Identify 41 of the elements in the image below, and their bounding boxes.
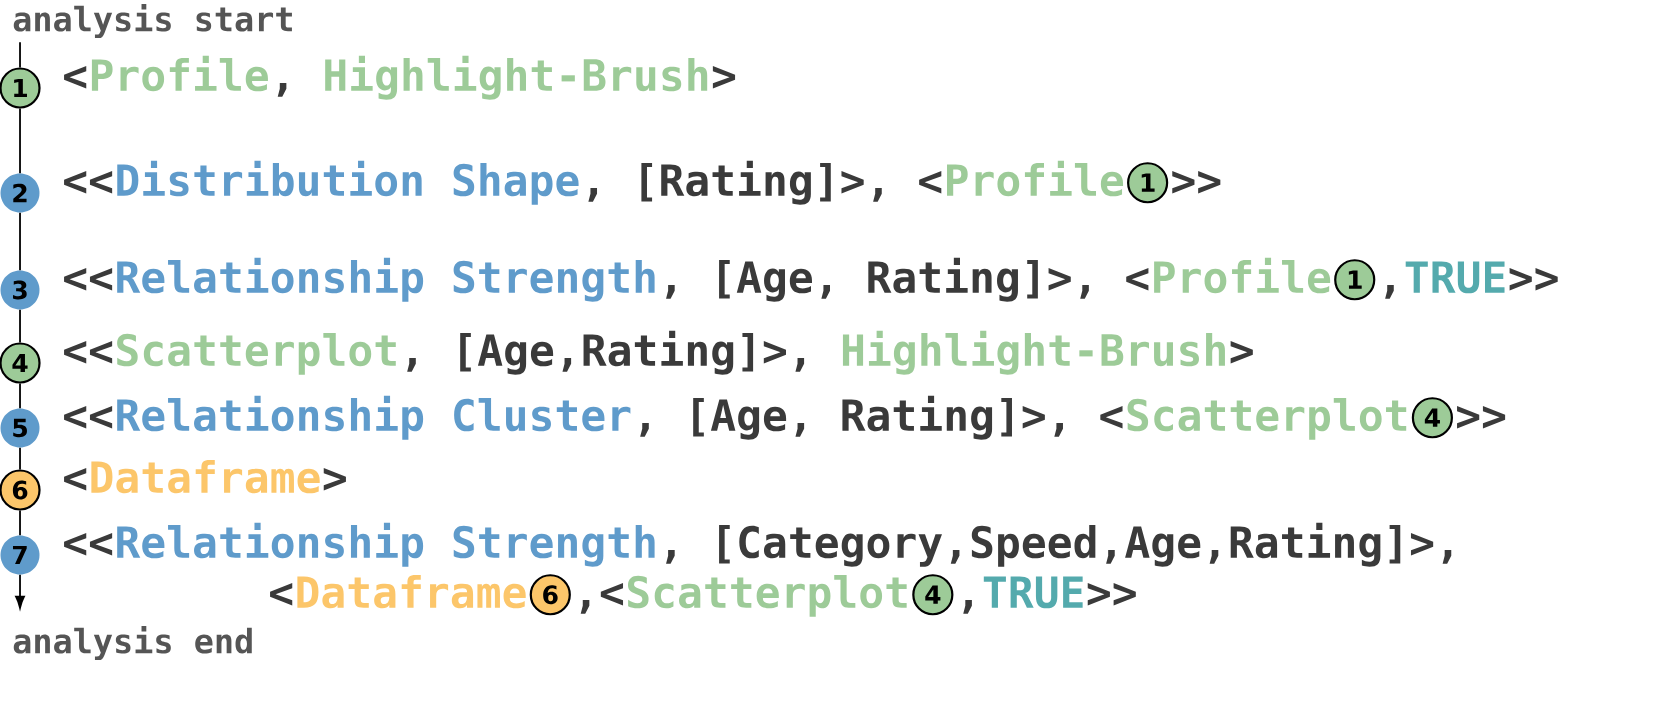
- expression-text: , [Age, Rating]>, <: [640, 395, 1123, 440]
- expression-text: ,: [1385, 285, 1394, 299]
- expression-text: TRUE: [1405, 261, 1505, 294]
- expression-text: <<: [64, 268, 113, 291]
- expression-text: Relationship Cluster: [117, 395, 631, 440]
- timeline-label: analysis start: [13, 3, 292, 39]
- timeline-label: analysis end: [13, 625, 252, 661]
- expression-text: Distribution Shape: [117, 160, 579, 205]
- timeline-line: [19, 509, 21, 537]
- expression-text: <<: [64, 533, 113, 556]
- expression-text: Scatterplot: [628, 575, 907, 617]
- expression-text: Highlight-Brush: [842, 330, 1225, 375]
- expression-text: Highlight-Brush: [325, 55, 708, 100]
- expression-text: TRUE: [983, 576, 1083, 609]
- expression-text: <<: [64, 406, 113, 429]
- timeline-line: [19, 107, 21, 175]
- expression-text: Dataframe: [297, 575, 526, 609]
- expression-text: >: [1230, 341, 1253, 364]
- expression-text: <: [270, 583, 293, 606]
- expression-text: Relationship Strength: [117, 257, 655, 302]
- timeline-line: [19, 382, 21, 410]
- timeline-line: [19, 211, 21, 272]
- expression-text: <<: [64, 171, 113, 194]
- expression-text: Dataframe: [91, 460, 320, 494]
- expression-text: <: [64, 66, 87, 89]
- expression-text: >>: [1509, 268, 1558, 291]
- timeline-line: [19, 446, 21, 471]
- expression-text: >: [323, 468, 346, 491]
- expression-text: >: [712, 66, 736, 89]
- expression-text: Profile: [91, 55, 268, 92]
- timeline-line: [19, 41, 21, 69]
- timeline-line: [19, 308, 21, 344]
- expression-text: ,: [277, 83, 287, 97]
- expression-text: , [Rating]>, <: [588, 160, 942, 205]
- expression-text: >>: [1087, 583, 1136, 606]
- expression-text: , [Age,Rating]>,: [407, 330, 805, 375]
- expression-text: Scatterplot: [117, 333, 396, 375]
- expression-text: , [Age, Rating]>, <: [666, 257, 1149, 302]
- expression-text: <: [64, 468, 87, 491]
- timeline-arrow: [15, 573, 25, 609]
- expression-text: <<: [64, 341, 113, 364]
